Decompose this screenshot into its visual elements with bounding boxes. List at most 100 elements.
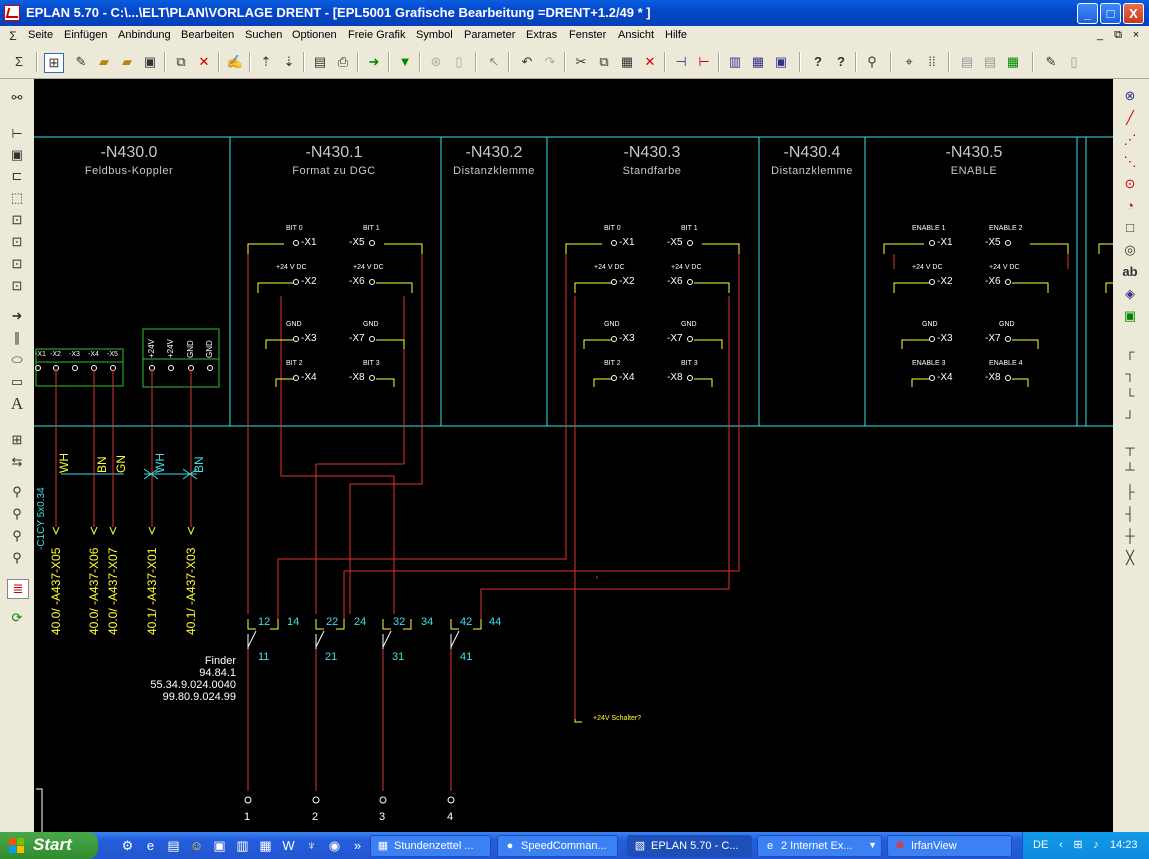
menu-anbindung[interactable]: Anbindung	[118, 29, 171, 41]
zoom-in-icon[interactable]: ⚲	[12, 506, 22, 521]
open-icon[interactable]: ▰	[99, 54, 109, 69]
delete-page-icon[interactable]: ✕	[198, 54, 210, 69]
menu-freie-grafik[interactable]: Freie Grafik	[348, 29, 406, 41]
eplan-app-icon[interactable]	[4, 5, 20, 21]
corner-4-icon[interactable]: ┘	[1125, 410, 1135, 425]
corner-1-icon[interactable]: ┌	[1125, 344, 1135, 359]
tee-1-icon[interactable]: ┬	[1125, 440, 1135, 455]
menu-seite[interactable]: Seite	[28, 29, 54, 41]
quicklaunch-expand-icon[interactable]: »	[353, 838, 362, 853]
menu-hilfe[interactable]: Hilfe	[665, 29, 688, 41]
quicklaunch-settings-icon[interactable]: ⚙	[121, 838, 134, 853]
layer-icon[interactable]: ≣	[7, 579, 29, 599]
zoom-all-icon[interactable]: ⚲	[12, 550, 22, 565]
quicklaunch-smiley-icon[interactable]: ☺	[189, 838, 204, 853]
copy-page-icon[interactable]: ⧉	[176, 54, 186, 69]
task-internet-explorer[interactable]: e 2 Internet Ex... ▼	[757, 835, 882, 857]
tee-3-icon[interactable]: ├	[1125, 484, 1135, 499]
macro-icon[interactable]: ▥	[728, 54, 742, 69]
task-stundenzettel[interactable]: ▦ Stundenzettel ...	[370, 835, 491, 857]
delete-icon[interactable]: ✕	[644, 54, 656, 69]
mdi-restore-button[interactable]: ⧉	[1114, 29, 1122, 41]
print-icon[interactable]: ⎙	[337, 54, 349, 69]
quicklaunch-explorer-icon[interactable]: ▤	[167, 838, 180, 853]
menu-bearbeiten[interactable]: Bearbeiten	[181, 29, 235, 41]
tb-d-icon[interactable]: ✎	[1045, 54, 1057, 69]
preview-icon[interactable]: ▤	[313, 54, 327, 69]
menu-parameter[interactable]: Parameter	[464, 29, 516, 41]
insert-macro-icon[interactable]: ▣	[10, 147, 24, 162]
quicklaunch-pdf-icon[interactable]: ▥	[236, 838, 249, 853]
tb-c-icon[interactable]: ▦	[1006, 54, 1020, 69]
export-icon[interactable]: ➜	[368, 54, 380, 69]
image-icon[interactable]: ▣	[1123, 308, 1137, 323]
pan-icon[interactable]: ⇆	[11, 454, 23, 469]
ellipse-icon[interactable]: ◎	[1124, 242, 1136, 257]
text-tool-icon[interactable]: A	[10, 394, 24, 413]
link-icon[interactable]: ⊗	[1124, 88, 1136, 103]
label-icon[interactable]: ▭	[10, 374, 24, 389]
paste-icon[interactable]: ▦	[620, 54, 634, 69]
tee-6-icon[interactable]: ╳	[1126, 550, 1134, 565]
quicklaunch-media-icon[interactable]: ◉	[328, 838, 341, 853]
insert-device-icon[interactable]: ⊏	[11, 168, 23, 183]
context-help-icon[interactable]: ?	[837, 54, 845, 69]
menu-fenster[interactable]: Fenster	[569, 29, 607, 41]
tray-network-icon[interactable]: ⊞	[1073, 839, 1083, 851]
corner-2-icon[interactable]: ┐	[1125, 366, 1135, 381]
text-ab-icon[interactable]: ab	[1122, 264, 1138, 279]
close-button[interactable]: X	[1123, 3, 1144, 24]
menu-ansicht[interactable]: Ansicht	[618, 29, 655, 41]
tray-expand-icon[interactable]: ‹	[1059, 839, 1063, 851]
connect-icon[interactable]: ⊣	[675, 54, 687, 69]
mdi-close-button[interactable]: ×	[1132, 29, 1140, 41]
save-icon[interactable]: ▣	[143, 54, 157, 69]
tb-b-icon[interactable]: ▤	[983, 54, 997, 69]
fill-icon[interactable]: ◈	[1125, 286, 1135, 301]
tee-2-icon[interactable]: ┴	[1125, 462, 1135, 477]
zoom-icon[interactable]: ⚲	[12, 484, 22, 499]
disconnect-icon[interactable]: ⊢	[698, 54, 710, 69]
quicklaunch-tool-icon[interactable]: ♆	[306, 838, 317, 853]
minimize-button[interactable]: _	[1077, 3, 1098, 24]
zoom-out-icon[interactable]: ⚲	[12, 528, 22, 543]
new-page-icon[interactable]: ✎	[75, 54, 87, 69]
arc-icon[interactable]: ◔	[1126, 198, 1134, 213]
quicklaunch-app-icon[interactable]: ▣	[213, 838, 226, 853]
copy-icon[interactable]: ⧉	[599, 54, 609, 69]
help-icon[interactable]: ?	[814, 54, 822, 69]
menu-optionen[interactable]: Optionen	[292, 29, 337, 41]
clock[interactable]: 14:23	[1110, 839, 1138, 851]
line-icon[interactable]: ╱	[1126, 110, 1134, 125]
pointer-icon[interactable]: ↖	[488, 54, 500, 69]
undo-icon[interactable]: ↶	[521, 54, 533, 69]
corner-3-icon[interactable]: └	[1125, 388, 1135, 403]
menu-einfuegen[interactable]: Einfügen	[64, 29, 108, 41]
properties-icon[interactable]: ✍	[226, 54, 244, 69]
start-button[interactable]: Start	[0, 832, 98, 859]
binoculars-icon[interactable]: ⚯	[11, 90, 23, 105]
mdi-minimize-button[interactable]: _	[1096, 29, 1104, 41]
menu-extras[interactable]: Extras	[526, 29, 558, 41]
polyline-icon[interactable]: ⋰	[1123, 132, 1137, 147]
quicklaunch-excel-icon[interactable]: ▦	[259, 838, 272, 853]
find-icon[interactable]: ⚲	[867, 54, 877, 69]
page-up-icon[interactable]: ⇡	[260, 54, 272, 69]
box-b-icon[interactable]: ⊡	[11, 234, 23, 249]
task-speedcommander[interactable]: ● SpeedComman...	[497, 835, 618, 857]
quicklaunch-word-icon[interactable]: W	[282, 838, 295, 853]
tb-a-icon[interactable]: ▤	[960, 54, 974, 69]
menu-suchen[interactable]: Suchen	[245, 29, 283, 41]
box-c-icon[interactable]: ⊡	[11, 256, 23, 271]
tee-4-icon[interactable]: ┤	[1125, 506, 1135, 521]
select-tool-icon[interactable]: ⊞	[44, 53, 64, 73]
window-icon[interactable]: ▦	[751, 54, 765, 69]
circle-icon[interactable]: ⊙	[1124, 176, 1136, 191]
arrow-right-icon[interactable]: ➜	[11, 308, 23, 323]
maximize-button[interactable]: □	[1100, 3, 1121, 24]
tee-5-icon[interactable]: ┼	[1125, 528, 1135, 543]
refresh-icon[interactable]: ⟳	[11, 610, 23, 625]
drawing-canvas[interactable]: -N430.0 Feldbus-Koppler -N430.1 Format z…	[34, 79, 1113, 832]
filter-icon[interactable]: ▼	[398, 54, 412, 69]
task-eplan[interactable]: ▧ EPLAN 5.70 - C...	[627, 835, 752, 857]
